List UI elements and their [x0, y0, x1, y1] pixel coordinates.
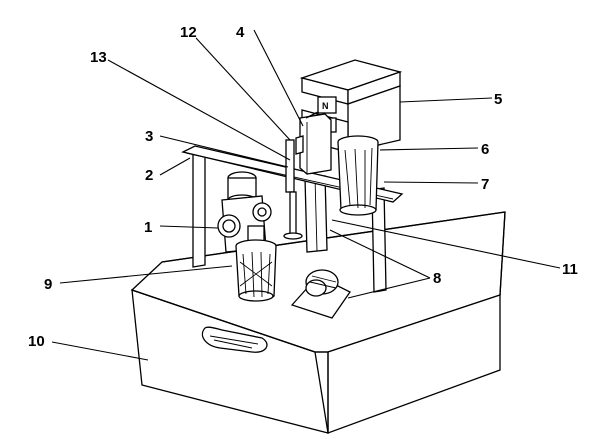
label-12: 12	[180, 24, 197, 41]
label-13: 13	[90, 49, 107, 66]
sample-holder	[283, 139, 303, 240]
label-3: 3	[145, 128, 153, 145]
magnet-top-pole: N	[322, 101, 329, 111]
label-2: 2	[145, 167, 153, 184]
center-column	[304, 175, 328, 253]
sample-chamber	[295, 111, 332, 175]
leader-lines	[51, 29, 561, 361]
callout-labels: 1 2 3 4 5 6 7 8 9 10 11 12 13	[28, 24, 578, 350]
label-5: 5	[494, 91, 502, 108]
label-9: 9	[44, 276, 52, 293]
label-7: 7	[481, 176, 489, 193]
right-coil	[337, 135, 379, 216]
motor-unit	[290, 269, 351, 319]
left-support-post	[192, 150, 206, 268]
lower-coil	[235, 239, 277, 302]
label-6: 6	[481, 141, 489, 158]
label-10: 10	[28, 333, 45, 350]
goniometer	[217, 171, 272, 253]
handle-slot	[201, 326, 268, 353]
label-8: 8	[433, 270, 441, 287]
label-1: 1	[144, 219, 152, 236]
label-11: 11	[562, 261, 578, 278]
label-4: 4	[236, 24, 245, 41]
